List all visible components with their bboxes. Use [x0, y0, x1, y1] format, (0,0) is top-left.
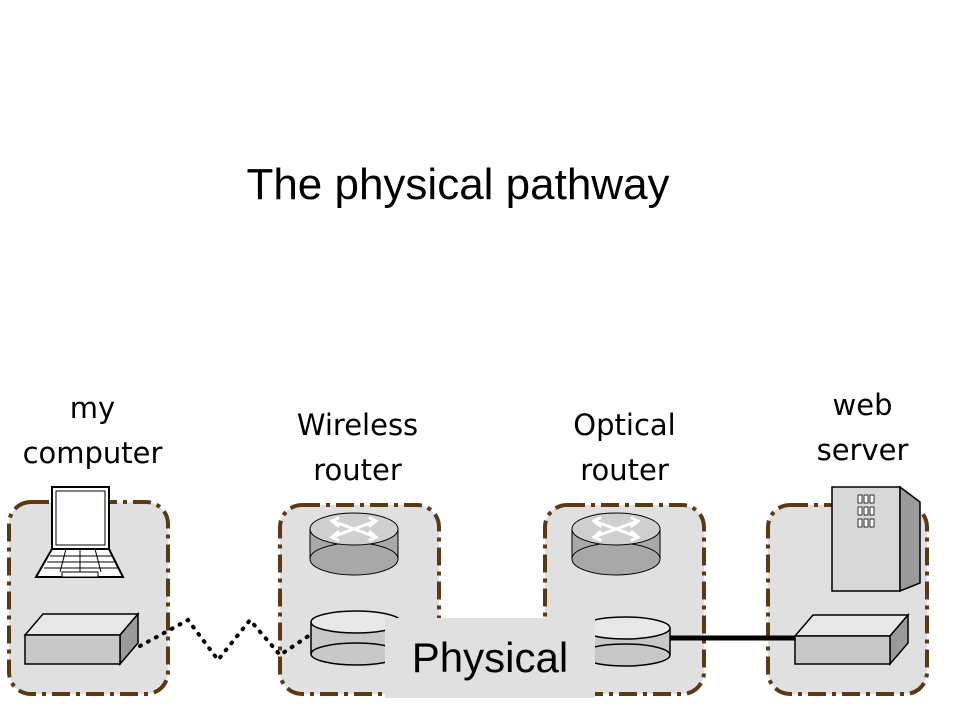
label-optical-router: Optical router: [542, 403, 707, 493]
physical-layer-text: Physical: [411, 634, 569, 681]
wireless-link: [138, 616, 312, 664]
router-icon: [571, 512, 661, 576]
label-wireless-router: Wireless router: [275, 403, 440, 493]
laptop-icon: [34, 486, 125, 578]
label-wireless-router-line2: router: [313, 453, 402, 487]
network-interface-icon: [23, 611, 140, 667]
label-my-computer-line1: my: [69, 391, 116, 425]
label-my-computer-line2: computer: [22, 436, 163, 470]
page-title: The physical pathway: [246, 160, 670, 209]
label-web-server-line2: server: [816, 433, 909, 467]
label-my-computer: my computer: [10, 386, 175, 476]
label-optical-router-line1: Optical: [573, 408, 676, 442]
server-icon: [831, 485, 921, 593]
label-wireless-router-line1: Wireless: [296, 408, 419, 442]
label-optical-router-line2: router: [580, 453, 669, 487]
network-interface-icon: [793, 612, 910, 667]
label-web-server: web server: [780, 383, 945, 473]
router-icon: [309, 512, 399, 576]
router-interface-icon: [579, 616, 671, 667]
label-web-server-line1: web: [832, 388, 893, 422]
physical-layer-label: Physical: [385, 618, 595, 698]
